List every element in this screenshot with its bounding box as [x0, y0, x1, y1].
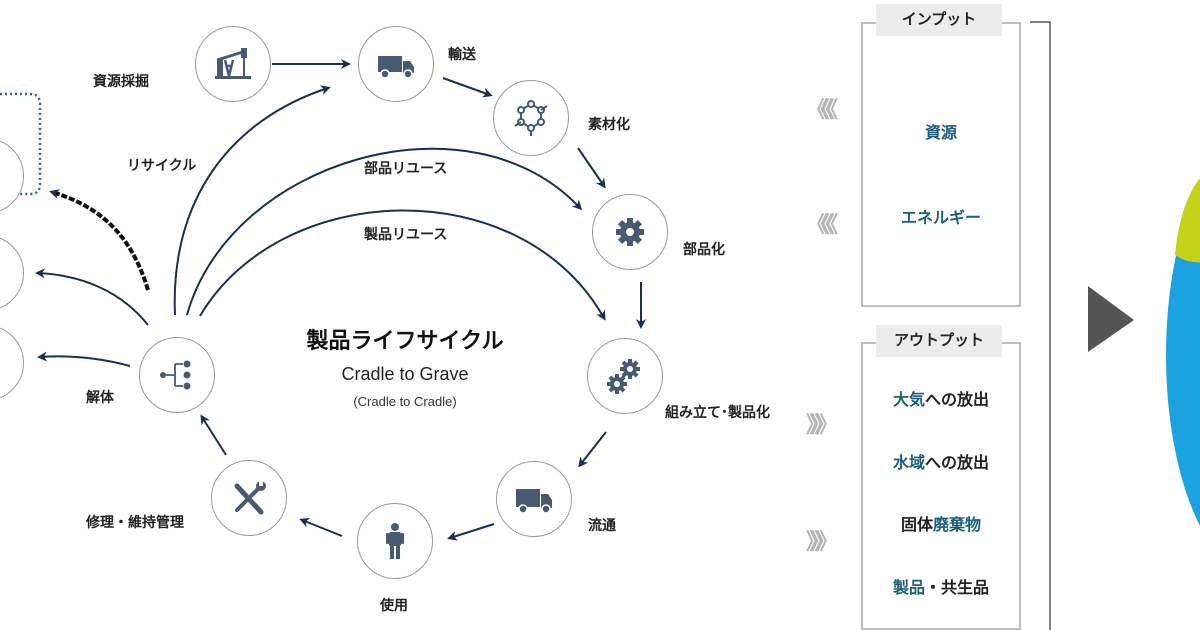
input-panel: 資源 エネルギー — [861, 22, 1021, 307]
arrow-disassembly-out-mid — [35, 268, 149, 326]
output-item-products: 製品・共生品 — [892, 578, 990, 597]
arrow-maintenance-to-disassembly — [200, 414, 227, 456]
label-materialization: 素材化 — [588, 117, 630, 133]
arrow-recycle — [173, 85, 331, 316]
input-panel-title: インプット — [876, 4, 1002, 36]
arrow-transport-to-materialization — [442, 76, 493, 98]
oil-pump-icon — [215, 48, 251, 79]
label-transport: 輸送 — [448, 47, 476, 63]
stage-parts — [592, 194, 668, 270]
output-item-water: 水域への放出 — [892, 453, 990, 472]
output-item-air: 大気への放出 — [892, 390, 990, 409]
arrow-parts-reuse — [186, 147, 583, 316]
output-panel: 大気への放出 水域への放出 固体廃棄物 製品・共生品 — [861, 342, 1021, 630]
stage-assembly — [587, 338, 663, 414]
play-arrow-icon — [1088, 286, 1134, 352]
label-extraction: 資源採掘 — [93, 74, 149, 90]
stage-materialization — [493, 80, 569, 156]
stage-disassembly — [139, 337, 215, 413]
output-arrow-1: 》》》 — [806, 413, 838, 438]
label-recycle: リサイクル — [127, 158, 197, 174]
center-subtitle-2: (Cradle to Cradle) — [353, 394, 457, 409]
stage-extraction — [195, 26, 271, 102]
delivery-truck-icon — [516, 489, 552, 514]
label-assembly: 組み立て･製品化 — [665, 405, 770, 421]
arrow-disassembly-out-low — [37, 351, 131, 367]
label-distribution: 流通 — [588, 518, 616, 534]
label-disassembly: 解体 — [86, 390, 114, 406]
output-arrow-2: 》》》 — [806, 530, 838, 555]
label-parts: 部品化 — [683, 242, 725, 258]
dump-truck-icon — [378, 56, 414, 79]
output-panel-title: アウトプット — [876, 325, 1002, 357]
gear-icon — [616, 218, 644, 246]
arrow-use-to-maintenance — [299, 517, 343, 537]
bracket-line — [1030, 21, 1051, 630]
stage-transport — [358, 26, 434, 102]
label-product-reuse: 製品リユース — [364, 227, 448, 243]
person-icon — [386, 523, 404, 559]
tools-icon — [234, 480, 266, 515]
input-arrow-2: 《《《 — [806, 213, 838, 238]
stage-use — [357, 503, 433, 579]
input-item-resources: 資源 — [924, 123, 957, 142]
stage-distribution — [496, 461, 572, 537]
center-subtitle: Cradle to Grave — [341, 364, 469, 384]
gears-icon — [607, 359, 640, 394]
label-use: 使用 — [380, 598, 408, 614]
center-title: 製品ライフサイクル — [306, 329, 504, 354]
label-parts-reuse: 部品リユース — [364, 161, 448, 177]
output-item-solid-waste: 固体廃棄物 — [900, 515, 982, 534]
arrow-materialization-to-parts — [577, 147, 606, 189]
dotted-group-box — [0, 92, 42, 196]
molecule-icon — [514, 100, 548, 136]
globe-icon — [1166, 178, 1200, 526]
stage-maintenance — [211, 460, 287, 536]
hierarchy-icon — [160, 360, 191, 390]
arrow-product-reuse — [199, 209, 606, 321]
input-item-energy: エネルギー — [900, 208, 981, 227]
arrow-disassembly-out-dashed — [49, 189, 150, 291]
input-arrow-1: 《《《 — [806, 98, 838, 123]
arrow-assembly-to-distribution — [578, 431, 607, 468]
arrow-distribution-to-use — [447, 523, 495, 541]
label-maintenance: 修理・維持管理 — [86, 515, 184, 531]
